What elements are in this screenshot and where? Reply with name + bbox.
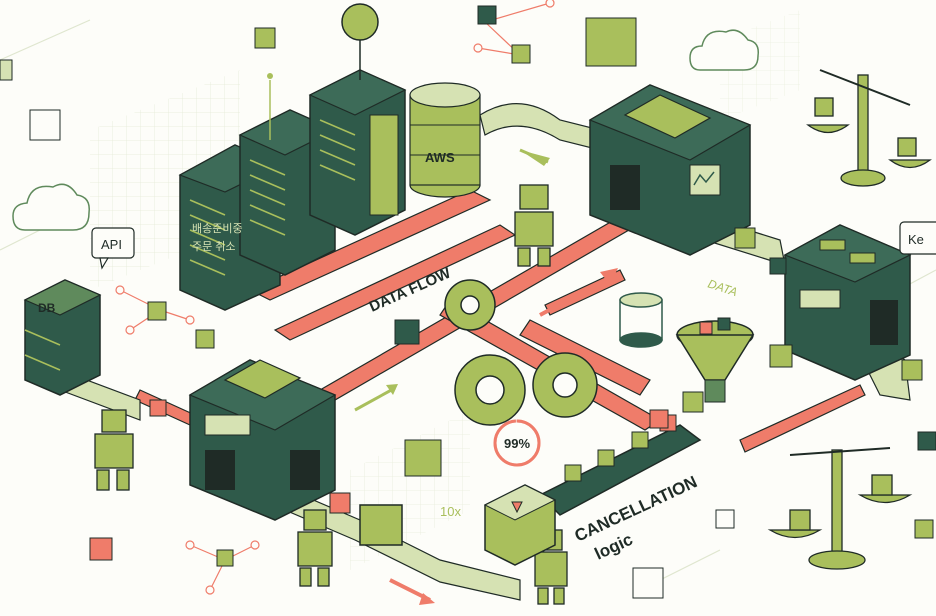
multiplier-label: 10x (440, 504, 461, 519)
data-small-label: DATA (706, 277, 739, 300)
api-badge: API (91, 227, 135, 270)
network-icon (115, 0, 555, 595)
data-cubes (0, 5, 936, 599)
server-rack-icon: 배송준비중 주문 취소 (178, 69, 407, 311)
progress-ring: 99% (493, 419, 541, 467)
server-label-line1: 배송준비중 (192, 222, 243, 235)
db-label: DB (38, 301, 56, 315)
processing-factory-right (783, 224, 912, 381)
gear-icon (444, 279, 598, 426)
aws-label: AWS (425, 150, 455, 165)
flow-arrows (267, 73, 618, 605)
corner-tag-label: Ke (908, 232, 924, 247)
funnel-icon (675, 317, 755, 403)
server-label-line2: 주문 취소 (192, 240, 236, 253)
scale-icon (767, 69, 932, 570)
processing-factory-left (188, 359, 337, 521)
database-icon: AWS (409, 82, 481, 198)
location-pin-icon (341, 3, 379, 80)
exit-gate (359, 484, 557, 566)
progress-percent: 99% (504, 436, 530, 451)
robot-icon (94, 184, 568, 605)
cloud-icon (12, 29, 760, 231)
cylinder-storage (619, 292, 663, 348)
api-label: API (101, 237, 122, 252)
corner-tag: Ke (899, 221, 936, 255)
processing-factory-top (588, 84, 752, 256)
db-stack-icon: DB (23, 279, 102, 396)
